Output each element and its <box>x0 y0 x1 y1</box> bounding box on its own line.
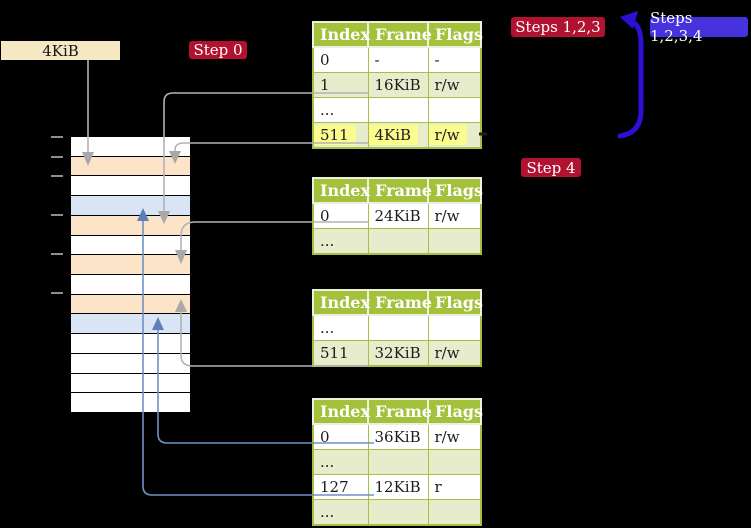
steps1234-badge: Steps 1,2,3,4 <box>650 9 748 45</box>
memory-frame-row-pagetable <box>71 294 190 315</box>
col-flags: Flags <box>427 177 483 204</box>
table-row: 0 36KiB r/w <box>312 423 482 450</box>
table-row: ... <box>312 499 482 526</box>
page-table-l2: Index Frame Flags ... 511 32KiB r/w <box>312 289 483 367</box>
frame-address-label: 4KiB <box>1 41 120 60</box>
table-row: 0 - - <box>312 46 482 73</box>
memory-frame-row-free <box>71 393 190 413</box>
step4-badge: Step 4 <box>521 158 581 177</box>
steps123-badge: Steps 1,2,3 <box>511 17 605 37</box>
table-header-row: Index Frame Flags <box>312 21 483 48</box>
col-index: Index <box>312 21 370 48</box>
col-flags: Flags <box>427 398 483 425</box>
col-index: Index <box>312 289 370 316</box>
memory-frame-row-free <box>71 176 190 197</box>
step0-badge: Step 0 <box>189 41 247 59</box>
col-index: Index <box>312 177 370 204</box>
memory-frame-row-free <box>71 334 190 354</box>
table-row: ... <box>312 314 482 341</box>
memory-frame-row-pagetable <box>71 255 190 276</box>
table-row: ... <box>312 97 482 123</box>
memory-frame-row-free <box>71 353 190 374</box>
table-header-row: Index Frame Flags <box>312 398 483 425</box>
col-frame: Frame <box>367 398 432 425</box>
page-table-l1: Index Frame Flags 0 36KiB r/w ... 127 12… <box>312 398 483 526</box>
memory-frame-row-mapped <box>71 314 190 335</box>
table-row: 127 12KiB r <box>312 474 482 500</box>
page-table-l4: Index Frame Flags 0 - - 1 16KiB r/w ... … <box>312 21 483 149</box>
table-header-row: Index Frame Flags <box>312 177 483 204</box>
recursive-loop-arrow <box>617 11 644 139</box>
table-row: 511 32KiB r/w <box>312 340 482 367</box>
memory-strip <box>70 136 191 413</box>
table-row: ... <box>312 228 482 255</box>
memory-frame-row-pagetable <box>71 156 190 177</box>
table-row: 1 16KiB r/w <box>312 72 482 98</box>
col-flags: Flags <box>427 21 483 48</box>
page-table-l3: Index Frame Flags 0 24KiB r/w ... <box>312 177 483 255</box>
table-row: 0 24KiB r/w <box>312 202 482 229</box>
col-frame: Frame <box>367 177 432 204</box>
highlighted-cell: r/w <box>428 125 467 145</box>
col-frame: Frame <box>367 289 432 316</box>
memory-frame-row-pagetable <box>71 215 190 236</box>
memory-frame-row-free <box>71 373 190 394</box>
col-frame: Frame <box>367 21 432 48</box>
highlighted-cell: 511 <box>314 125 356 145</box>
col-index: Index <box>312 398 370 425</box>
memory-frame-row-free <box>71 137 190 157</box>
address-ticks <box>51 136 63 294</box>
memory-frame-row-free <box>71 235 190 256</box>
memory-frame-row-mapped <box>71 196 190 216</box>
highlighted-cell: 4KiB <box>368 125 419 145</box>
memory-frame-row-free <box>71 275 190 295</box>
table-row: ... <box>312 449 482 475</box>
table-header-row: Index Frame Flags <box>312 289 483 316</box>
col-flags: Flags <box>427 289 483 316</box>
table-row-highlighted: 511 4KiB r/w <box>312 122 482 149</box>
